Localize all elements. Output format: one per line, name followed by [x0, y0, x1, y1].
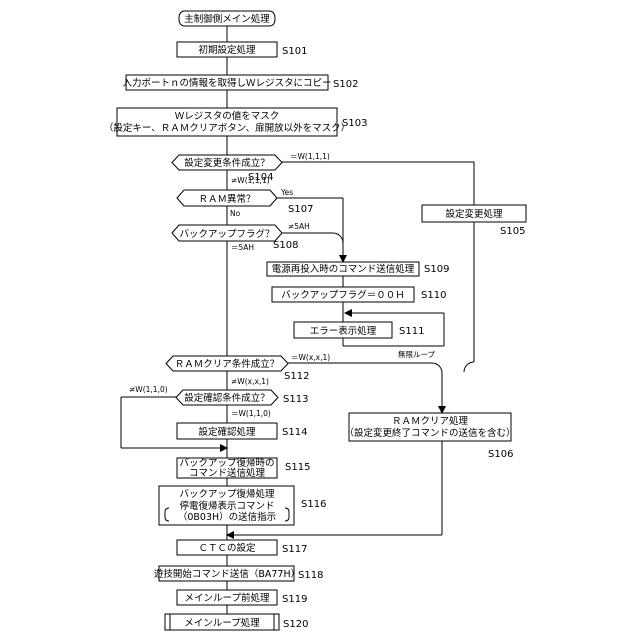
decision-s104: 設定変更条件成立？ S104 ＝W(1,1,1) ≠W(1,1,1)	[172, 152, 330, 185]
svg-text:バックアップフラグ？: バックアップフラグ？	[179, 228, 274, 240]
svg-text:ＣＴＣの設定: ＣＴＣの設定	[198, 542, 256, 554]
svg-text:ＲＡＭ異常？: ＲＡＭ異常？	[198, 193, 255, 205]
step-s116: バックアップ復帰処理 停電復帰表示コマンド （0B03H）の送信指示 S116	[159, 486, 326, 525]
svg-text:S107: S107	[288, 204, 313, 215]
svg-text:≠5AH: ≠5AH	[288, 222, 310, 231]
svg-text:＝W(1,1,1): ＝W(1,1,1)	[290, 152, 330, 161]
step-s117: ＣＴＣの設定 S117	[177, 540, 307, 555]
svg-text:S106: S106	[488, 449, 513, 460]
svg-text:設定変更条件成立？: 設定変更条件成立？	[184, 157, 270, 169]
svg-text:主制御側メイン処理: 主制御側メイン処理	[184, 13, 270, 25]
svg-text:メインループ処理: メインループ処理	[184, 617, 260, 629]
step-s115: バックアップ復帰時の コマンド送信処理 S115	[177, 457, 310, 479]
svg-text:ＲＡＭクリア条件成立？: ＲＡＭクリア条件成立？	[175, 358, 280, 370]
svg-text:設定確認条件成立？: 設定確認条件成立？	[184, 392, 270, 404]
step-s114: 設定確認処理 S114	[177, 423, 307, 439]
svg-text:＝W(1,1,0): ＝W(1,1,0)	[231, 409, 271, 418]
svg-text:S117: S117	[282, 544, 307, 555]
step-s101: 初期設定処理 S101	[177, 42, 307, 57]
svg-text:入力ポートｎの情報を取得しＷレジスタにコピー: 入力ポートｎの情報を取得しＷレジスタにコピー	[122, 77, 331, 89]
infinite-loop-label: 無限ループ	[398, 349, 436, 359]
svg-text:S120: S120	[283, 619, 308, 630]
step-s111: エラー表示処理 S111	[294, 322, 424, 338]
svg-text:設定確認処理: 設定確認処理	[198, 426, 256, 438]
svg-text:S115: S115	[285, 462, 310, 473]
step-s109: 電源再投入時のコマンド送信処理 S109	[267, 262, 449, 276]
svg-text:エラー表示処理: エラー表示処理	[310, 325, 377, 337]
svg-text:＝5AH: ＝5AH	[231, 243, 254, 252]
svg-text:S101: S101	[282, 46, 307, 57]
svg-text:設定変更処理: 設定変更処理	[445, 208, 503, 220]
svg-text:ＲＡＭクリア処理: ＲＡＭクリア処理	[392, 415, 469, 427]
svg-text:（0B03H）の送信指示: （0B03H）の送信指示	[178, 511, 276, 523]
decision-s113: 設定確認条件成立？ S113 ≠W(1,1,0) ＝W(1,1,0)	[129, 385, 308, 418]
svg-text:遊技開始コマンド送信（BA77H）: 遊技開始コマンド送信（BA77H）	[154, 568, 300, 580]
svg-text:コマンド送信処理: コマンド送信処理	[189, 467, 266, 479]
svg-text:S113: S113	[283, 394, 308, 405]
svg-text:（設定キー、ＲＡＭクリアボタン、扉開放以外をマスク）: （設定キー、ＲＡＭクリアボタン、扉開放以外をマスク）	[104, 122, 350, 134]
step-s102: 入力ポートｎの情報を取得しＷレジスタにコピー S102	[122, 75, 358, 90]
step-s118: 遊技開始コマンド送信（BA77H） S118	[154, 566, 324, 581]
svg-text:S103: S103	[342, 118, 367, 129]
decision-s107: ＲＡＭ異常？ S107 Yes No	[177, 188, 313, 218]
svg-text:S119: S119	[282, 594, 307, 605]
svg-text:S114: S114	[282, 427, 307, 438]
decision-s108: バックアップフラグ？ S108 ≠5AH ＝5AH	[172, 222, 310, 252]
svg-text:停電復帰表示コマンド: 停電復帰表示コマンド	[179, 500, 274, 512]
svg-text:S111: S111	[399, 326, 424, 337]
svg-text:≠W(x,x,1): ≠W(x,x,1)	[231, 377, 269, 386]
svg-text:＝W(x,x,1): ＝W(x,x,1)	[291, 353, 330, 362]
step-s120: メインループ処理 S120	[165, 614, 308, 630]
svg-text:メインループ前処理: メインループ前処理	[185, 592, 270, 604]
svg-text:S116: S116	[301, 499, 326, 510]
svg-text:S112: S112	[284, 371, 309, 382]
svg-text:S108: S108	[273, 240, 298, 251]
svg-text:バックアップ復帰処理: バックアップ復帰処理	[179, 488, 275, 500]
svg-text:S105: S105	[500, 226, 525, 237]
svg-text:（設定変更終了コマンドの送信を含む）: （設定変更終了コマンドの送信を含む）	[344, 427, 515, 439]
svg-text:S110: S110	[421, 290, 446, 301]
step-s110: バックアップフラグ＝００Ｈ S110	[272, 287, 446, 302]
svg-text:S102: S102	[333, 79, 358, 90]
decision-s112: ＲＡＭクリア条件成立？ S112 ＝W(x,x,1) ≠W(x,x,1)	[166, 353, 330, 386]
svg-text:S118: S118	[298, 570, 323, 581]
svg-text:S109: S109	[424, 264, 449, 275]
step-s119: メインループ前処理 S119	[177, 590, 307, 605]
svg-text:No: No	[230, 209, 241, 218]
svg-text:初期設定処理: 初期設定処理	[198, 44, 256, 56]
svg-text:バックアップフラグ＝００Ｈ: バックアップフラグ＝００Ｈ	[281, 289, 405, 301]
svg-text:≠W(1,1,0): ≠W(1,1,0)	[129, 385, 168, 394]
step-s106: ＲＡＭクリア処理 （設定変更終了コマンドの送信を含む） S106	[344, 413, 515, 460]
svg-text:≠W(1,1,1): ≠W(1,1,1)	[231, 176, 270, 185]
svg-text:Ｗレジスタの値をマスク: Ｗレジスタの値をマスク	[175, 110, 280, 122]
step-s103: Ｗレジスタの値をマスク （設定キー、ＲＡＭクリアボタン、扉開放以外をマスク） S…	[104, 108, 368, 136]
svg-text:電源再投入時のコマンド送信処理: 電源再投入時のコマンド送信処理	[272, 263, 415, 275]
start-terminator: 主制御側メイン処理	[179, 11, 275, 26]
svg-text:Yes: Yes	[280, 188, 293, 197]
